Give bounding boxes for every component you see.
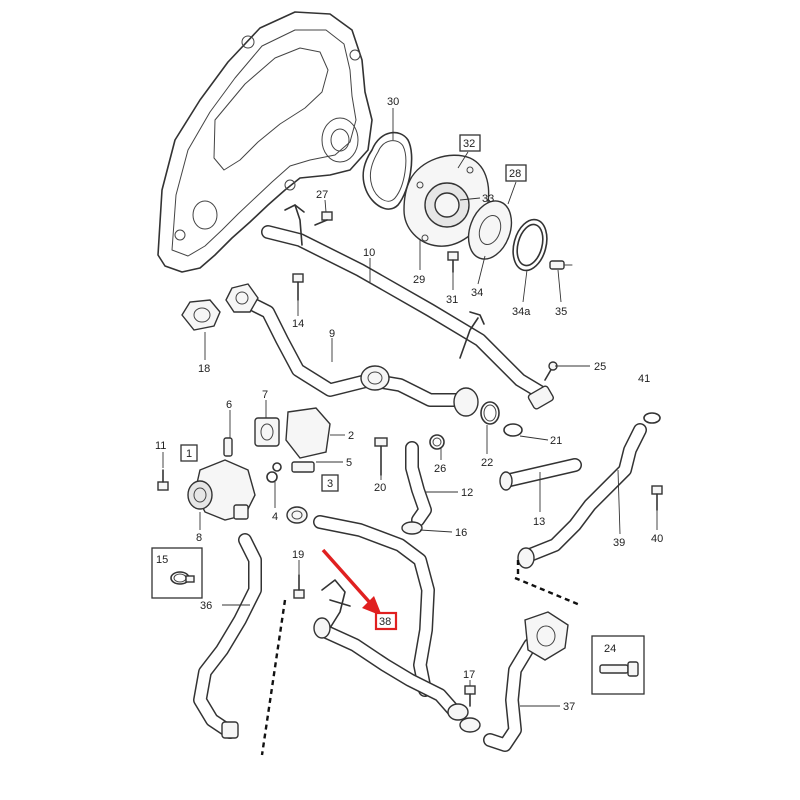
sensor-6 [223, 437, 233, 457]
clamp-26 [429, 434, 445, 450]
callout-22: 22 [481, 457, 493, 469]
callout-26: 26 [434, 463, 446, 475]
sensor-5 [272, 461, 315, 473]
callout-27: 27 [316, 189, 328, 201]
box-3 [321, 474, 339, 492]
callout-29: 29 [413, 274, 425, 286]
o-ring-41 [643, 412, 661, 424]
callout-17: 17 [463, 669, 475, 681]
pipe-end-fitting [527, 361, 558, 410]
callout-24: 24 [604, 643, 616, 655]
callout-2: 2 [348, 430, 354, 442]
pump-pulley-34 [467, 200, 513, 260]
bolt-17 [464, 685, 476, 707]
callout-4: 4 [272, 511, 278, 523]
callout-3: 3 [327, 478, 333, 490]
washer-4 [266, 471, 278, 483]
callout-16: 16 [455, 527, 467, 539]
callout-40: 40 [651, 533, 663, 545]
callout-36: 36 [200, 600, 212, 612]
bolt-27 [314, 211, 333, 226]
clamp-15 [170, 571, 195, 585]
callout-21: 21 [550, 435, 562, 447]
hose-9 [225, 283, 479, 417]
callout-8: 8 [196, 532, 202, 544]
callout-18: 18 [198, 363, 210, 375]
seal-ring-34a [512, 218, 548, 272]
hose-36 [193, 533, 262, 739]
bolt-24 [599, 661, 639, 677]
clamp-16 [401, 521, 423, 535]
thermostat-body-1 [187, 459, 256, 521]
highlight-arrow [321, 548, 382, 616]
clamp-3 [286, 506, 308, 524]
bolt-11 [157, 469, 169, 491]
callout-35: 35 [555, 306, 567, 318]
callout-10: 10 [363, 247, 375, 259]
leader-lines [162, 108, 658, 707]
callout-39: 39 [613, 537, 625, 549]
water-pump-housing [403, 154, 490, 247]
callout-13: 13 [533, 516, 545, 528]
screw-35 [549, 260, 573, 270]
bolt-31 [447, 251, 459, 273]
callout-6: 6 [226, 399, 232, 411]
bolt-20 [374, 437, 388, 476]
hose-12 [405, 441, 432, 527]
bolt-19 [293, 574, 305, 599]
pipe-13 [499, 458, 582, 491]
thermostat-housing-7 [254, 417, 280, 447]
callout-15: 15 [156, 554, 168, 566]
callout-34a: 34a [512, 306, 531, 318]
callout-33: 33 [482, 193, 494, 205]
gasket-2 [285, 407, 331, 459]
callout-28: 28 [509, 168, 521, 180]
callout-7: 7 [262, 389, 268, 401]
callout-38: 38 [379, 616, 391, 628]
box-28 [505, 164, 527, 182]
callout-30: 30 [387, 96, 399, 108]
hose-middle [313, 515, 435, 697]
o-ring-21 [503, 423, 523, 437]
callout-9: 9 [329, 328, 335, 340]
callout-5: 5 [346, 457, 352, 469]
o-ring-22 [480, 401, 500, 425]
callout-12: 12 [461, 487, 473, 499]
callout-19: 19 [292, 549, 304, 561]
bolt-40 [651, 485, 663, 511]
dashed-route-mid [514, 576, 581, 607]
callout-1: 1 [186, 448, 192, 460]
pipe-38 [313, 579, 469, 721]
box-32 [459, 134, 481, 152]
callout-32: 32 [463, 138, 475, 150]
hose-39 [517, 423, 647, 569]
bolt-14 [292, 273, 304, 301]
flange-18 [181, 299, 221, 331]
callout-11: 11 [155, 440, 166, 452]
dashed-route-left [260, 599, 287, 756]
callout-25: 25 [594, 361, 606, 373]
coolant-pipe-10 [261, 204, 547, 399]
gasket-30 [362, 131, 413, 210]
hose-37 [483, 611, 569, 752]
callout-41: 41 [638, 373, 650, 385]
box-24-frame [591, 635, 645, 695]
callout-31: 31 [446, 294, 458, 306]
callout-34: 34 [471, 287, 483, 299]
box-38-highlight [374, 611, 398, 631]
box-15-frame [151, 547, 203, 599]
clamp-17-ring [459, 717, 481, 733]
callout-20: 20 [374, 482, 386, 494]
box-1 [180, 444, 198, 462]
timing-cover [157, 11, 373, 273]
callout-14: 14 [292, 318, 304, 330]
callout-labels: 30 32 28 33 27 10 29 31 34 34a 35 14 18 … [155, 96, 663, 713]
callout-37: 37 [563, 701, 575, 713]
